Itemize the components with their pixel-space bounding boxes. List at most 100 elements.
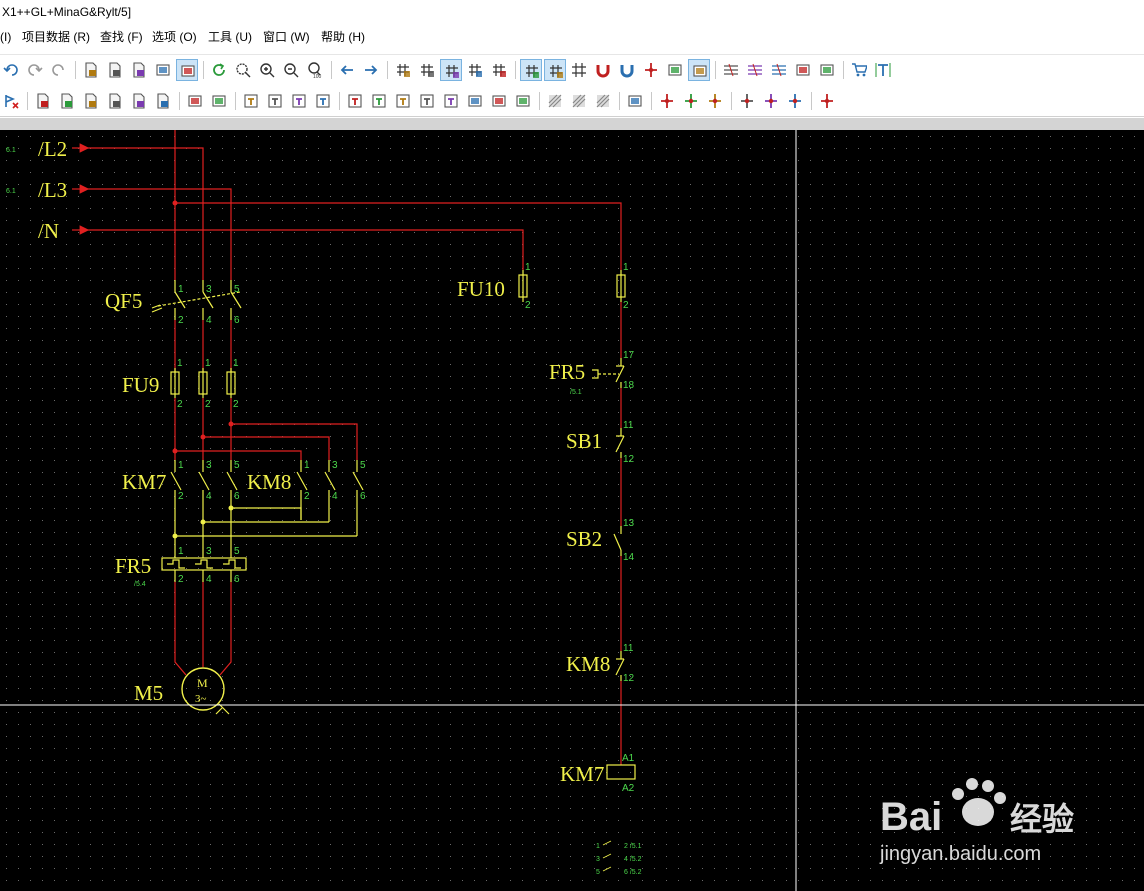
xref-right-1: 2 /5.1 bbox=[624, 843, 642, 850]
terminal-button[interactable] bbox=[312, 90, 334, 112]
angle-a-button[interactable] bbox=[736, 90, 758, 112]
menu-item-project-data[interactable]: 项目数据 (R) bbox=[22, 30, 90, 44]
hatch-button[interactable] bbox=[544, 90, 566, 112]
doc-props-button[interactable] bbox=[80, 90, 102, 112]
redo-button[interactable] bbox=[24, 59, 46, 81]
table-button[interactable] bbox=[152, 59, 174, 81]
plug-a-button[interactable] bbox=[344, 90, 366, 112]
contact-fr5-ctrl[interactable]: FR5 /5.1 17 18 bbox=[549, 350, 635, 396]
contactor-km7[interactable]: KM7 1 3 5 2 4 6 bbox=[122, 460, 240, 502]
conn-b-button[interactable] bbox=[680, 90, 702, 112]
wires-button[interactable] bbox=[720, 59, 742, 81]
ground-button[interactable] bbox=[624, 90, 646, 112]
delete-flag-icon bbox=[5, 95, 19, 109]
crosshair-icon bbox=[572, 63, 586, 77]
plug-c-button[interactable] bbox=[392, 90, 414, 112]
menu-item-tools[interactable]: 工具 (U) bbox=[208, 30, 252, 44]
redo-alt-button[interactable] bbox=[48, 59, 70, 81]
angle-b-button[interactable] bbox=[760, 90, 782, 112]
magnet-button[interactable] bbox=[592, 59, 614, 81]
zoom-window-icon bbox=[236, 63, 251, 78]
layout-button[interactable] bbox=[80, 59, 102, 81]
zoom-window-button[interactable] bbox=[232, 59, 254, 81]
node-button[interactable] bbox=[792, 59, 814, 81]
device-c-button[interactable] bbox=[288, 90, 310, 112]
potential-button[interactable] bbox=[488, 90, 510, 112]
plc-button[interactable] bbox=[416, 90, 438, 112]
delete-flag-button[interactable] bbox=[0, 90, 22, 112]
grid-d-button[interactable] bbox=[464, 59, 486, 81]
grid-e-button[interactable] bbox=[488, 59, 510, 81]
contact-km8-interlock[interactable]: KM8 11 12 bbox=[566, 643, 635, 684]
pin-fu-ctrl-1: 1 bbox=[623, 262, 629, 273]
layout-icon bbox=[85, 62, 97, 78]
grid-dots bbox=[0, 130, 1144, 891]
grid-c-button[interactable] bbox=[440, 59, 462, 81]
horseshoe-magnet-button[interactable] bbox=[616, 59, 638, 81]
plug-b-button[interactable] bbox=[368, 90, 390, 112]
grid-b-button[interactable] bbox=[416, 59, 438, 81]
select-frame-icon bbox=[820, 64, 834, 76]
macro-button[interactable] bbox=[184, 90, 206, 112]
schematic-canvas[interactable]: 6.1 6.1 /L2 /L3 /N QF5 1 3 5 2 4 bbox=[0, 130, 1144, 891]
zoom-in-button[interactable] bbox=[256, 59, 278, 81]
menu-item-window[interactable]: 窗口 (W) bbox=[263, 30, 310, 44]
plc-io-button[interactable] bbox=[440, 90, 462, 112]
toolbar-separator bbox=[75, 61, 76, 79]
arrow-right-button[interactable] bbox=[360, 59, 382, 81]
refresh-button[interactable] bbox=[208, 59, 230, 81]
zoom-out-button[interactable] bbox=[280, 59, 302, 81]
menu-item-find[interactable]: 查找 (F) bbox=[100, 30, 143, 44]
conn-a-button[interactable] bbox=[656, 90, 678, 112]
label-fr5-main: FR5 bbox=[115, 554, 151, 578]
menu-item-options[interactable]: 选项 (O) bbox=[152, 30, 197, 44]
ruler-button[interactable] bbox=[688, 59, 710, 81]
branch-button[interactable] bbox=[816, 90, 838, 112]
copy-doc-button[interactable] bbox=[32, 90, 54, 112]
select-frame-button[interactable] bbox=[816, 59, 838, 81]
grid-a-button[interactable] bbox=[392, 59, 414, 81]
crosshair-button[interactable] bbox=[568, 59, 590, 81]
angle-c-button[interactable] bbox=[784, 90, 806, 112]
motor-m5[interactable]: M 3~ M5 bbox=[134, 667, 230, 715]
coil-km7[interactable]: KM7 A1 A2 bbox=[560, 753, 636, 794]
doc-settings-button[interactable] bbox=[104, 90, 126, 112]
page-button[interactable] bbox=[104, 59, 126, 81]
breaker-qf5[interactable]: QF5 1 3 5 2 4 6 bbox=[105, 280, 242, 326]
pin-km7-4: 4 bbox=[206, 491, 212, 502]
contactor-km8[interactable]: KM8 1 3 5 2 4 6 bbox=[247, 460, 366, 536]
symbol-button[interactable] bbox=[208, 90, 230, 112]
zoom-100-button[interactable]: 100 bbox=[304, 59, 326, 81]
conn-c-button[interactable] bbox=[704, 90, 726, 112]
doc-back-button[interactable] bbox=[128, 90, 150, 112]
new-doc-button[interactable] bbox=[56, 90, 78, 112]
overload-fr5-main[interactable]: FR5 /5.4 1 3 5 2 4 6 bbox=[115, 545, 247, 588]
device-b-button[interactable] bbox=[264, 90, 286, 112]
xref-left-2: 3 bbox=[596, 856, 600, 863]
button-sb2[interactable]: SB2 13 14 bbox=[566, 518, 635, 563]
undo-button[interactable] bbox=[0, 59, 22, 81]
grid-snap-button[interactable] bbox=[520, 59, 542, 81]
fuse-fu9[interactable]: FU9 1 1 1 2 2 2 bbox=[122, 358, 239, 410]
button-sb1[interactable]: SB1 11 12 bbox=[566, 420, 635, 465]
device-a-button[interactable] bbox=[240, 90, 262, 112]
text-button[interactable] bbox=[872, 59, 894, 81]
hatch-b-button[interactable] bbox=[568, 90, 590, 112]
cable-button[interactable] bbox=[768, 59, 790, 81]
pin-fu10-1: 1 bbox=[525, 262, 531, 273]
break-button[interactable] bbox=[512, 90, 534, 112]
multi-wire-button[interactable] bbox=[744, 59, 766, 81]
menu-item-unknown[interactable]: (I) bbox=[0, 30, 12, 44]
bus-button[interactable] bbox=[464, 90, 486, 112]
monitor-button[interactable] bbox=[176, 59, 198, 81]
arrow-left-button[interactable] bbox=[336, 59, 358, 81]
menu-item-help[interactable]: 帮助 (H) bbox=[321, 30, 365, 44]
cart-button[interactable] bbox=[848, 59, 870, 81]
hatch-c-button[interactable] bbox=[592, 90, 614, 112]
check-page-button[interactable] bbox=[128, 59, 150, 81]
doc-forward-button[interactable] bbox=[152, 90, 174, 112]
fuse-fu10[interactable]: FU10 1 2 1 2 bbox=[457, 262, 629, 311]
grid-point-button[interactable] bbox=[544, 59, 566, 81]
image-button[interactable] bbox=[664, 59, 686, 81]
connect-button[interactable] bbox=[640, 59, 662, 81]
